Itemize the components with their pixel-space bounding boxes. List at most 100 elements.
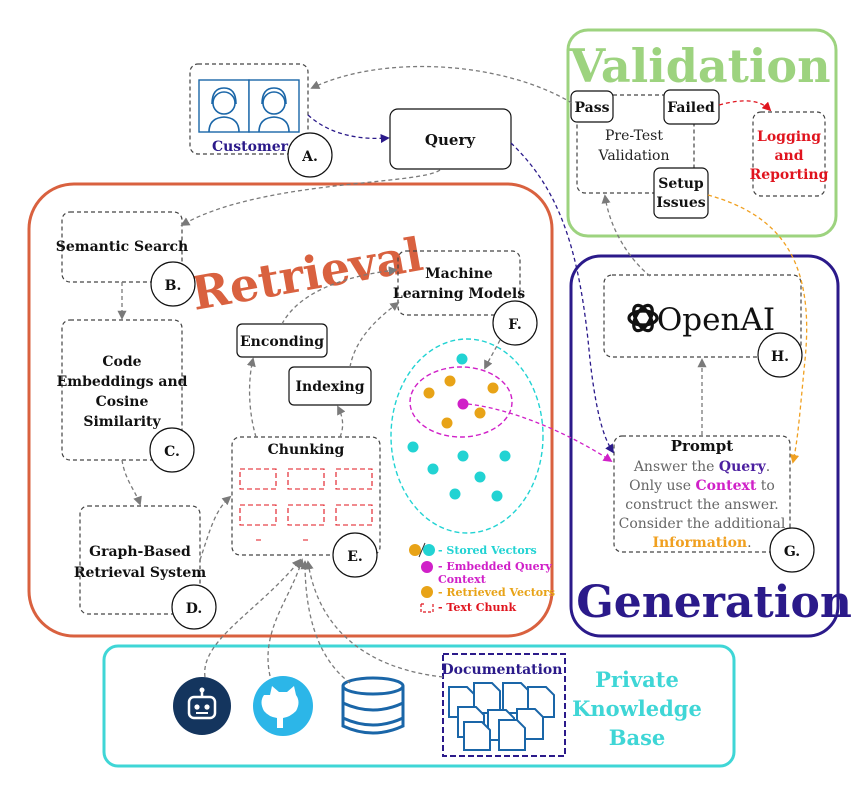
enconding-label: Enconding xyxy=(240,334,324,350)
prompt-line2-a: Only use xyxy=(629,478,695,494)
knowledge-line2: Knowledge xyxy=(572,696,702,721)
legend-magenta-dot xyxy=(421,561,433,573)
setup-issues-box xyxy=(653,167,709,219)
documentation-box xyxy=(442,653,566,757)
setup-label-line1: Setup xyxy=(658,176,704,192)
badge-b xyxy=(150,261,196,307)
arrow-chunking-to-indexing xyxy=(337,405,346,438)
robot-icon xyxy=(173,677,231,735)
embedded-query-vector xyxy=(457,398,469,410)
validation-title: Validation xyxy=(568,39,830,93)
badge-a xyxy=(287,132,333,178)
code-embeddings-line1: Code xyxy=(102,354,141,370)
legend-embedded-line2: Context xyxy=(438,573,487,586)
arrow-customer-to-query xyxy=(307,114,390,144)
graph-retrieval-line2: Retrieval System xyxy=(74,565,207,581)
prompt-line1: Answer the Query. xyxy=(633,459,770,475)
arrow-openai-to-validation xyxy=(601,194,651,277)
chunking-box xyxy=(231,436,381,556)
badge-e xyxy=(332,532,378,578)
retrieval-title: Retrieval xyxy=(187,227,427,321)
ml-models-line1: Machine xyxy=(425,266,493,282)
logging-label-line1: Logging xyxy=(757,129,821,145)
prompt-line2: Only use Context to xyxy=(629,478,775,494)
prompt-line4: Consider the additional xyxy=(619,516,786,532)
setup-label-line2: Issues xyxy=(656,195,705,211)
openai-logo-icon xyxy=(627,303,659,333)
badge-e-label: E. xyxy=(347,549,363,565)
documentation-label: Documentation xyxy=(442,662,563,678)
connectors xyxy=(117,65,808,684)
prompt-line3: construct the answer. xyxy=(625,497,779,513)
openai-label: OpenAI xyxy=(657,302,775,338)
badge-f-label: F. xyxy=(508,317,521,333)
badge-c xyxy=(149,427,195,473)
customer-avatar-icons xyxy=(198,79,300,133)
pretest-label-line1: Pre-Test xyxy=(605,128,663,144)
legend-stored-label: - Stored Vectors xyxy=(438,544,537,557)
code-embeddings-line4: Similarity xyxy=(83,414,161,430)
code-embeddings-line3: Cosine xyxy=(96,394,149,410)
prompt-line5-b: . xyxy=(747,535,751,551)
badge-h xyxy=(757,332,803,378)
vector-space-ellipse xyxy=(390,338,544,534)
badge-b-label: B. xyxy=(165,278,182,294)
pass-box xyxy=(570,90,614,123)
stored-vectors xyxy=(407,353,511,502)
arrow-robot-to-chunking xyxy=(204,558,302,678)
text-chunk-grid xyxy=(239,468,373,541)
badge-g xyxy=(769,527,815,573)
arrow-graph-to-chunking xyxy=(199,495,232,561)
arrow-code-to-graph xyxy=(121,459,142,506)
legend-retrieved-label: - Retrieved Vectors xyxy=(438,586,555,599)
openai-box xyxy=(603,274,802,358)
prompt-query-word: Query xyxy=(719,459,767,475)
badge-h-label: H. xyxy=(771,349,789,365)
legend-cyan-dot xyxy=(423,544,435,556)
legend-gold-dot-2 xyxy=(421,586,433,598)
badge-c-label: C. xyxy=(164,444,180,460)
badge-d-label: D. xyxy=(186,601,203,617)
generation-title: Generation xyxy=(576,577,851,628)
indexing-box xyxy=(288,366,372,406)
arrow-chunking-to-enconding xyxy=(246,357,257,438)
ml-models-line2: Learning Models xyxy=(393,286,525,302)
code-embeddings-line2: Embeddings and xyxy=(57,374,188,390)
arrow-enconding-to-ml xyxy=(281,266,398,325)
arrow-failed-to-logging xyxy=(718,100,772,112)
legend-embedded-line1: - Embedded Query xyxy=(438,560,552,573)
legend-chunk-swatch xyxy=(420,603,434,613)
generation-panel xyxy=(569,254,840,638)
prompt-line1-a: Answer the xyxy=(633,459,719,475)
logging-label-line2: and xyxy=(774,148,803,164)
customer-label: Customer xyxy=(212,139,289,155)
pass-label: Pass xyxy=(575,100,610,116)
graph-retrieval-line1: Graph-Based xyxy=(89,544,191,560)
retrieval-panel xyxy=(27,182,554,638)
prompt-line1-c: . xyxy=(766,459,770,475)
logging-box xyxy=(752,111,826,197)
legend-text-chunk-label: - Text Chunk xyxy=(438,601,517,614)
validation-panel xyxy=(566,28,838,238)
pretest-validation-box xyxy=(576,94,695,194)
document-stack-icon xyxy=(448,682,555,751)
arrow-github-to-chunking xyxy=(267,558,305,677)
customer-box xyxy=(189,63,309,155)
github-icon xyxy=(253,676,313,736)
query-label: Query xyxy=(425,131,476,149)
prompt-line2-c: to xyxy=(756,478,775,494)
arrow-indexing-to-ml xyxy=(349,301,400,368)
retrieved-vectors xyxy=(423,375,499,429)
knowledge-line3: Base xyxy=(609,725,666,750)
legend: - Stored Vectors - Embedded Query Contex… xyxy=(409,542,555,614)
database-icon xyxy=(341,676,405,735)
legend-gold-dot xyxy=(409,544,421,556)
arrow-docs-to-chunking xyxy=(304,560,444,678)
badge-d xyxy=(171,584,217,630)
badge-g-label: G. xyxy=(784,544,800,560)
semantic-search-label: Semantic Search xyxy=(56,239,188,255)
query-box xyxy=(389,108,512,170)
prompt-box xyxy=(613,435,791,553)
prompt-line5: Information. xyxy=(652,535,751,551)
